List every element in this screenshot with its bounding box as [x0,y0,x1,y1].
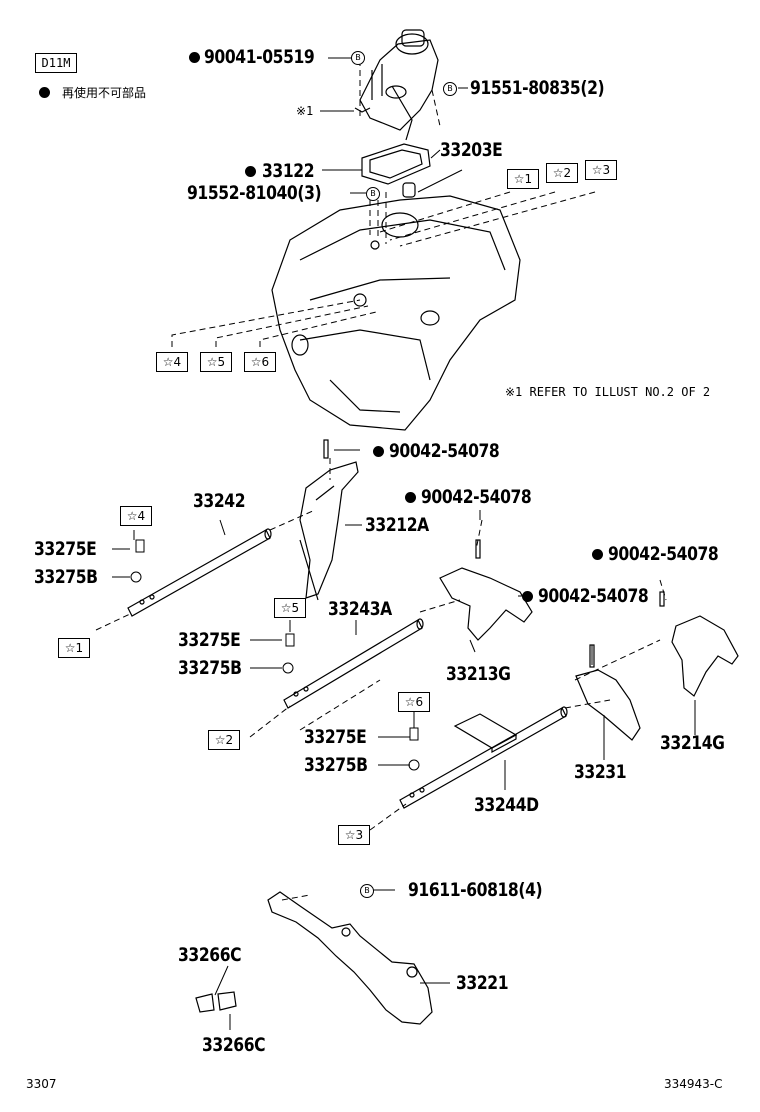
shift-shaft-33244d [399,706,568,809]
star-box-5-low: ☆5 [274,598,306,618]
part-label-91551-80835: 91551-80835(2) [470,77,605,99]
non-reusable-legend-text: 再使用不可部品 [62,86,147,100]
b-mark-1: B [351,51,365,65]
refer-illust-note: ※1 REFER TO ILLUST NO.2 OF 2 [505,385,711,399]
shift-head-33231 [575,644,641,741]
bullet-90041-05519 [189,52,200,63]
part-label-33266c-a: 33266C [178,944,242,966]
shift-control-assembly [354,29,439,141]
b-mark-2: B [443,82,457,96]
shift-fork-33212a [299,439,359,601]
shift-fork-33213g [439,539,533,641]
part-label-33275e-c: 33275E [304,726,367,748]
part-label-33221: 33221 [456,972,509,994]
part-label-33275e-a: 33275E [34,538,97,560]
part-label-90042-54078-d: 90042-54078 [538,585,649,607]
shift-shaft-33243a [283,618,424,709]
part-label-33275b-c: 33275B [304,754,368,776]
bullet-90042-54078-c [592,549,603,560]
star-box-2-top: ☆2 [546,163,578,183]
star-box-2-low: ☆2 [208,730,240,750]
bullet-90042-54078-d [522,591,533,602]
ref-marker-1: ※1 [296,104,314,118]
star-box-1-low: ☆1 [58,638,90,658]
star-box-5-mid: ☆5 [200,352,232,372]
bush-33203e [402,182,416,198]
b-mark-3: B [366,187,380,201]
transmission-case [271,195,521,431]
part-label-33275b-b: 33275B [178,657,242,679]
part-label-90041-05519: 90041-05519 [204,46,315,68]
spring-33275e-c [409,727,419,741]
part-label-33231: 33231 [574,761,627,783]
star-box-3-top: ☆3 [585,160,617,180]
star-box-3-low: ☆3 [338,825,370,845]
spring-33275e-a [135,539,145,553]
part-label-33275e-b: 33275E [178,629,241,651]
part-label-91552-81040: 91552-81040(3) [187,182,322,204]
engine-code-box: D11M [35,53,77,73]
bullet-90042-54078-b [405,492,416,503]
star-box-4-mid: ☆4 [156,352,188,372]
part-label-33275b-a: 33275B [34,566,98,588]
bracket-33221 [267,891,433,1025]
ball-33275b-a [130,571,142,583]
star-box-6-mid: ☆6 [244,352,276,372]
part-label-33212a: 33212A [365,514,429,536]
bullet-90042-54078-a [373,446,384,457]
star-box-6-low: ☆6 [398,692,430,712]
gasket [361,143,431,185]
part-label-33266c-b: 33266C [202,1034,266,1056]
ball-33275b-c [408,759,420,771]
spring-33275e-b [285,633,295,647]
part-label-33122: 33122 [262,160,315,182]
shift-fork-33214g [659,591,739,697]
non-reusable-legend-dot [39,87,50,98]
star-box-1-top: ☆1 [507,169,539,189]
b-mark-4: B [360,884,374,898]
ball-33275b-b [282,662,294,674]
star-box-4-low: ☆4 [120,506,152,526]
part-label-33213g: 33213G [446,663,511,685]
part-label-33244d: 33244D [474,794,539,816]
bullet-33122 [245,166,256,177]
page-number: 3307 [26,1077,57,1091]
shift-shaft-33242 [127,528,272,617]
part-label-90042-54078-b: 90042-54078 [421,486,532,508]
clips-33266c [195,991,237,1013]
part-label-33242: 33242 [193,490,246,512]
part-label-33243a: 33243A [328,598,392,620]
part-label-90042-54078-c: 90042-54078 [608,543,719,565]
part-label-90042-54078-a: 90042-54078 [389,440,500,462]
part-label-91611-60818: 91611-60818(4) [408,879,543,901]
part-label-33203e: 33203E [440,139,503,161]
illustration-id: 334943-C [664,1077,723,1091]
part-label-33214g: 33214G [660,732,725,754]
